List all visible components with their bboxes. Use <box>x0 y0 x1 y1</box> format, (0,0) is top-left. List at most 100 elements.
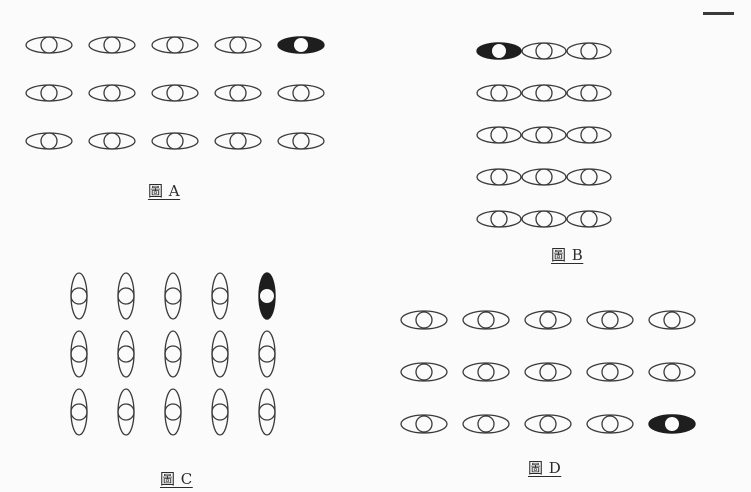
ellipse-element <box>521 84 567 102</box>
outer-ellipse <box>25 132 73 150</box>
inner-circle <box>535 168 553 186</box>
inner-circle <box>40 36 58 54</box>
ellipse-element <box>88 132 136 150</box>
inner-circle <box>292 84 310 102</box>
ellipse-element <box>476 84 522 102</box>
ellipse-element <box>211 330 229 378</box>
inner-circle <box>166 36 184 54</box>
inner-circle <box>580 126 598 144</box>
ellipse-element <box>214 36 262 54</box>
inner-circle <box>40 132 58 150</box>
outer-ellipse <box>277 84 325 102</box>
inner-circle <box>258 345 276 363</box>
ellipse-element <box>566 84 612 102</box>
ellipse-element <box>566 42 612 60</box>
outer-ellipse <box>88 132 136 150</box>
ellipse-element <box>258 330 276 378</box>
inner-circle <box>166 132 184 150</box>
inner-circle <box>211 403 229 421</box>
ellipse-element <box>88 84 136 102</box>
outer-ellipse <box>117 272 135 320</box>
ellipse-element <box>258 388 276 436</box>
outer-ellipse <box>462 362 510 382</box>
inner-circle <box>535 42 553 60</box>
ellipse-element <box>566 126 612 144</box>
outer-ellipse <box>566 126 612 144</box>
inner-circle <box>663 363 681 381</box>
figure-c <box>70 272 276 436</box>
outer-ellipse <box>400 310 448 330</box>
outer-ellipse <box>566 168 612 186</box>
ellipse-element <box>521 42 567 60</box>
outer-ellipse <box>70 388 88 436</box>
outer-ellipse <box>521 42 567 60</box>
ellipse-element <box>476 210 522 228</box>
inner-circle <box>539 311 557 329</box>
outer-ellipse <box>648 310 696 330</box>
inner-circle <box>117 287 135 305</box>
inner-circle <box>166 84 184 102</box>
caption-figure-a: 圖 A <box>148 182 181 200</box>
outer-ellipse <box>117 330 135 378</box>
ellipse-element <box>164 272 182 320</box>
inner-circle <box>535 126 553 144</box>
ellipse-element <box>521 168 567 186</box>
ellipse-element <box>648 362 696 382</box>
outer-ellipse <box>476 210 522 228</box>
figure-a <box>25 36 325 150</box>
ellipse-element <box>521 210 567 228</box>
inner-circle <box>258 403 276 421</box>
ellipse-element <box>151 36 199 54</box>
inner-circle <box>580 210 598 228</box>
top-right-dash <box>703 12 734 15</box>
ellipse-element <box>70 330 88 378</box>
outer-ellipse <box>524 362 572 382</box>
outer-ellipse <box>151 132 199 150</box>
outer-ellipse <box>476 126 522 144</box>
inner-circle <box>229 132 247 150</box>
outer-ellipse <box>521 84 567 102</box>
inner-circle <box>580 84 598 102</box>
ellipse-element <box>214 84 262 102</box>
inner-circle <box>164 345 182 363</box>
inner-circle <box>580 168 598 186</box>
outer-ellipse <box>566 210 612 228</box>
outer-ellipse <box>521 126 567 144</box>
ellipse-element <box>277 132 325 150</box>
outer-ellipse <box>25 84 73 102</box>
outer-ellipse <box>400 362 448 382</box>
ellipse-element <box>88 36 136 54</box>
inner-circle <box>164 287 182 305</box>
outer-ellipse <box>258 388 276 436</box>
outer-ellipse <box>476 168 522 186</box>
outer-ellipse <box>70 330 88 378</box>
ellipse-element <box>524 310 572 330</box>
outer-ellipse <box>586 414 634 434</box>
outer-ellipse <box>88 84 136 102</box>
outer-ellipse <box>566 84 612 102</box>
odd-element <box>648 414 696 434</box>
ellipse-element <box>586 310 634 330</box>
outer-ellipse <box>70 272 88 320</box>
inner-circle <box>490 168 508 186</box>
inner-white-circle <box>665 417 679 431</box>
inner-circle <box>415 415 433 433</box>
ellipse-element <box>117 330 135 378</box>
ellipse-element <box>277 84 325 102</box>
outer-ellipse <box>400 414 448 434</box>
ellipse-element <box>70 272 88 320</box>
ellipse-element <box>521 126 567 144</box>
outer-ellipse <box>164 388 182 436</box>
ellipse-element <box>476 168 522 186</box>
ellipse-element <box>151 84 199 102</box>
outer-ellipse <box>258 330 276 378</box>
ellipse-element <box>400 362 448 382</box>
outer-ellipse <box>524 310 572 330</box>
ellipse-element <box>524 414 572 434</box>
outer-ellipse <box>164 272 182 320</box>
ellipse-element <box>566 210 612 228</box>
inner-circle <box>70 403 88 421</box>
ellipse-element <box>25 132 73 150</box>
inner-circle <box>117 345 135 363</box>
outer-ellipse <box>214 132 262 150</box>
